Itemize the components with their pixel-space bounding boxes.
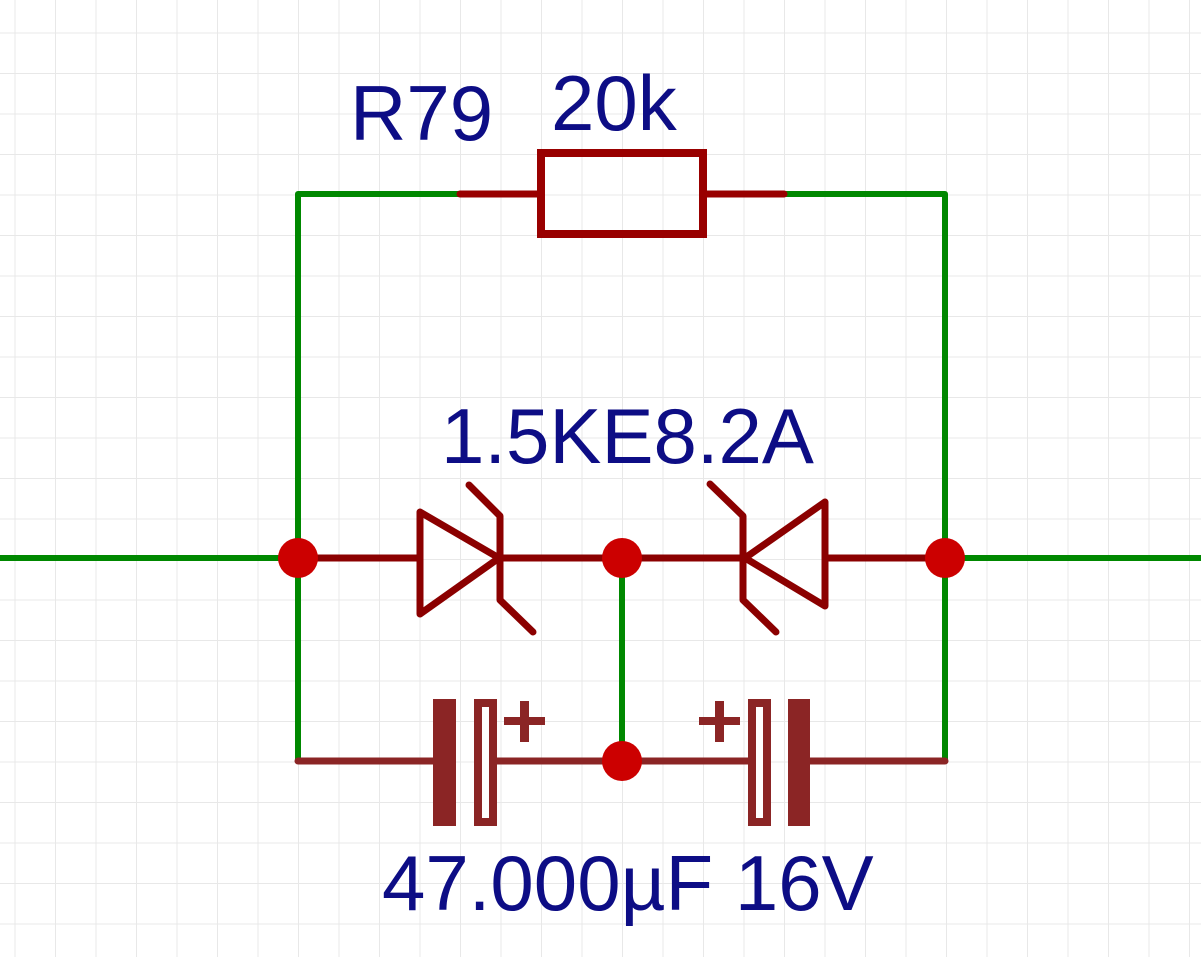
diode-left-triangle: [416, 508, 503, 618]
resistor-r79[interactable]: [456, 149, 788, 238]
capacitors: [294, 699, 949, 826]
junction-dot-icon[interactable]: [925, 538, 965, 578]
polarized-capacitor-symbol-icon[interactable]: [433, 699, 545, 826]
plus-icon: [699, 701, 740, 742]
cap-left-negative-plate: [433, 699, 456, 826]
zener-diode-symbol-icon[interactable]: [416, 481, 537, 636]
cap-right-negative-plate: [788, 699, 810, 826]
polarized-capacitor-symbol-icon[interactable]: [699, 699, 810, 826]
resistor-value-label: 20k: [551, 59, 678, 147]
diode-right-bar: [706, 480, 780, 636]
zener-diode-symbol-icon[interactable]: [706, 480, 829, 636]
tvs-diodes: [294, 480, 949, 636]
diode-right-triangle: [741, 498, 829, 610]
cap-right-positive-plate: [748, 699, 771, 826]
capacitor-value-label: 47.000µF 16V: [382, 839, 874, 927]
junction-dot-icon[interactable]: [602, 741, 642, 781]
wire-top-left[interactable]: [295, 191, 463, 561]
cap-left-positive-plate: [474, 699, 497, 826]
junctions: [278, 538, 965, 781]
diode-left-bar: [465, 481, 537, 636]
resistor-symbol-icon: [537, 149, 707, 238]
resistor-designator-label: R79: [350, 69, 493, 157]
diode-value-label: 1.5KE8.2A: [441, 392, 814, 480]
wires: [0, 191, 1201, 764]
wire-top-right[interactable]: [781, 191, 948, 561]
junction-dot-icon[interactable]: [278, 538, 318, 578]
junction-dot-icon[interactable]: [602, 538, 642, 578]
plus-icon: [504, 701, 545, 742]
